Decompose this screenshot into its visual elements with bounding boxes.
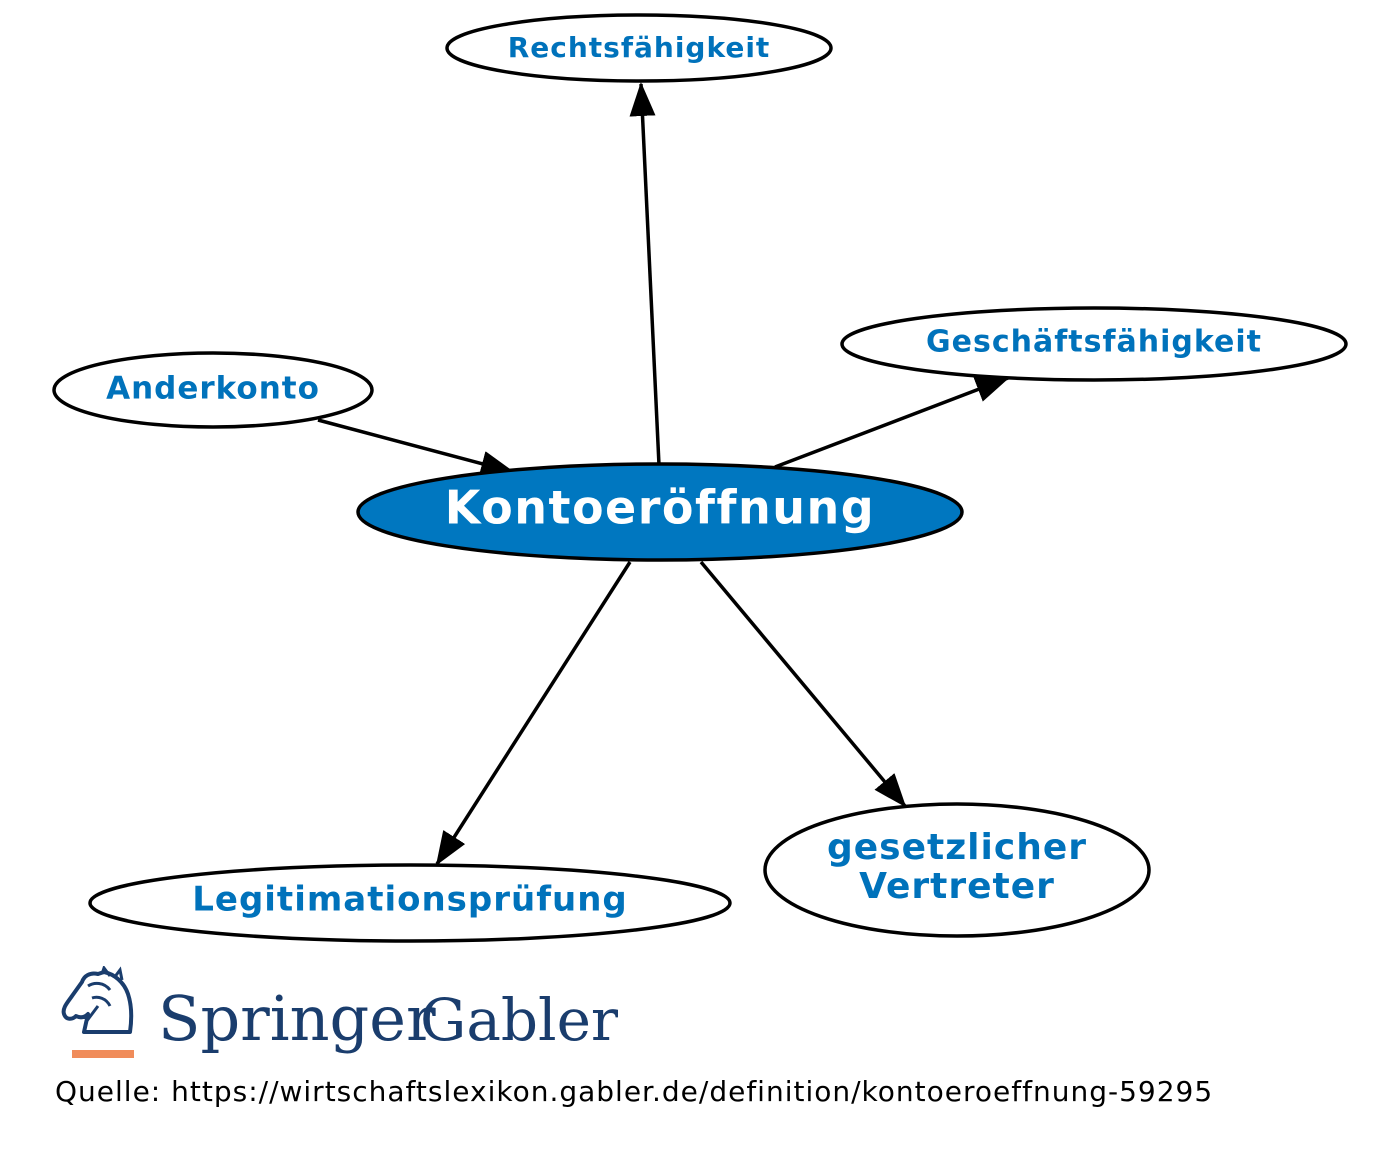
node-label: Legitimationsprüfung [192,880,628,920]
logo-orange-bar [72,1050,134,1058]
center-node-label: Kontoeröffnung [445,481,875,535]
node-label: Rechtsfähigkeit [508,31,771,64]
edge-anderkonto-to-center [317,418,515,477]
edge-center-to-geschaeftsfaehigkeit [774,376,1010,469]
edges [317,82,1010,866]
node-anderkonto[interactable]: Anderkonto [52,351,374,429]
springer-gabler-logo: Springer Gabler [61,966,618,1058]
node-label: Anderkonto [106,371,320,407]
logo-brand-text: Springer [158,982,436,1055]
node-legitimationspruefung[interactable]: Legitimationsprüfung [88,863,732,943]
source-citation: Quelle: https://wirtschaftslexikon.gable… [55,1075,1214,1108]
node-rechtsfaehigkeit[interactable]: Rechtsfähigkeit [445,13,833,83]
node-geschaeftsfaehigkeit[interactable]: Geschäftsfähigkeit [840,306,1348,382]
node-gesetzlicher-vertreter[interactable]: gesetzlicher Vertreter [763,802,1151,938]
edge-center-to-rechtsfaehigkeit [629,82,661,466]
node-label: Geschäftsfähigkeit [926,325,1262,360]
logo-subbrand-text: Gabler [420,986,618,1054]
node-kontoeroeffnung-center[interactable]: Kontoeröffnung [356,462,964,562]
edge-center-to-gesetzlicher-vertreter [699,560,907,808]
edge-center-to-legitimationspruefung [435,561,632,866]
knight-horse-icon [61,966,134,1058]
node-label-line-1: gesetzlicher [827,827,1087,868]
node-label-line-2: Vertreter [859,866,1055,907]
concept-diagram: Rechtsfähigkeit Geschäftsfähigkeit Ander… [52,13,1348,943]
